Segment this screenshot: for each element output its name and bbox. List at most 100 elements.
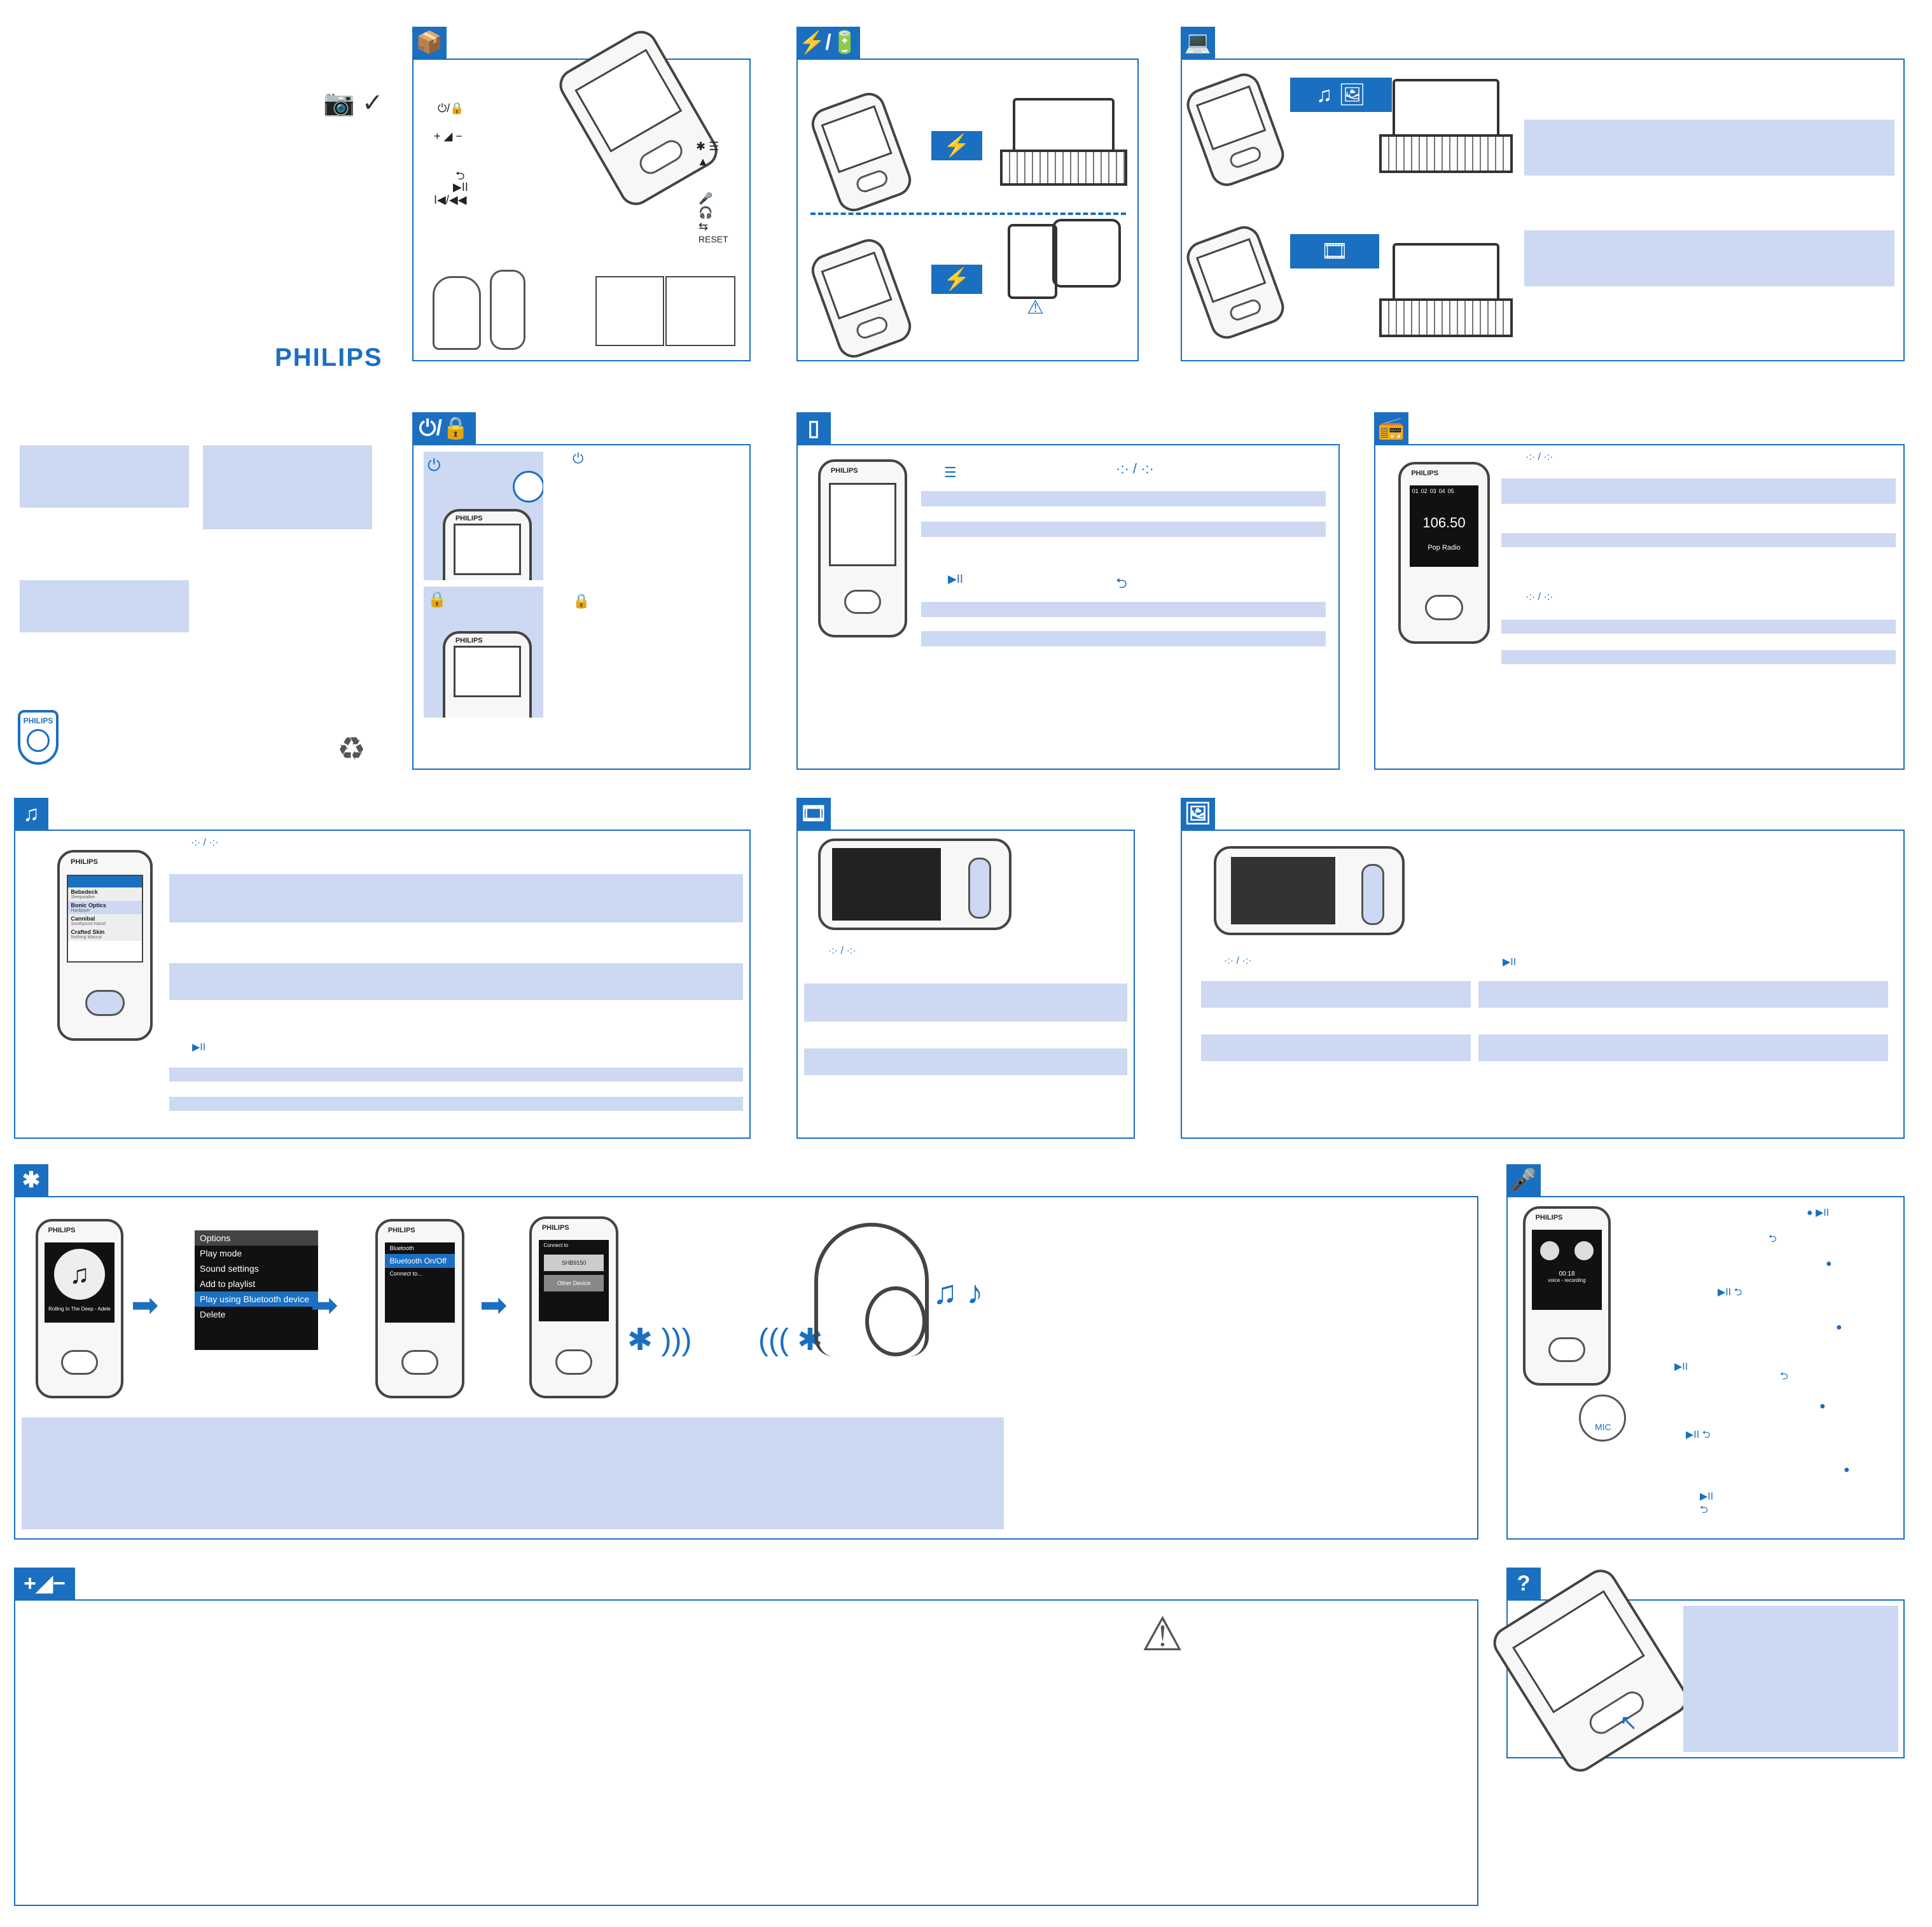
menu-symbol: ☰ <box>944 464 957 480</box>
label-usb: ⇆ <box>698 220 709 233</box>
menu-item[interactable]: Delete <box>200 1309 226 1319</box>
text-block <box>169 1097 743 1111</box>
play-symbol: ▶II <box>1503 957 1517 968</box>
now-playing-screen: ♫ Rolling In The Deep - Adele <box>45 1242 115 1323</box>
record-symbol: ● <box>1844 1464 1850 1475</box>
power-illustration: ⏻ PHILIPS <box>424 452 543 580</box>
music-picture-transfer-arrow: ♫ 🖼 <box>1290 78 1392 112</box>
text-block <box>804 984 1127 1022</box>
tab-pc: 💻 <box>1181 27 1215 59</box>
text-block <box>1683 1606 1898 1752</box>
tab-volume: +◢− <box>14 1568 75 1599</box>
nav-symbol: ·:· / ·:· <box>1525 592 1553 602</box>
philips-logo: PHILIPS <box>275 344 383 372</box>
laptop-illustration <box>1379 79 1513 173</box>
text-block <box>1201 981 1471 1008</box>
menu-item[interactable]: Play mode <box>200 1248 242 1258</box>
options-header: Options <box>195 1230 318 1246</box>
menu-item[interactable]: Add to playlist <box>200 1279 256 1289</box>
text-block <box>921 631 1326 646</box>
label-back: ⮌ <box>455 169 465 182</box>
charge-arrow: ⚡ <box>931 265 982 294</box>
device-item[interactable]: Other Device <box>543 1275 604 1292</box>
radio-icon: 📻 <box>1377 416 1405 440</box>
record-symbol: ● <box>1836 1322 1842 1333</box>
device-illustration <box>807 88 916 216</box>
device-illustration <box>1182 221 1289 344</box>
usb-cable-illustration <box>490 270 525 350</box>
nav-symbol: ·:· / ·:· <box>1525 452 1553 463</box>
text-block <box>20 580 189 632</box>
text-block <box>203 445 372 529</box>
bt-menu-header: Bluetooth <box>389 1244 414 1251</box>
mic-label: MIC <box>1595 1422 1611 1432</box>
laptop-illustration <box>1000 98 1127 186</box>
device-screen <box>574 48 683 153</box>
bt-onoff-item[interactable]: Bluetooth On/Off <box>384 1253 455 1268</box>
text-block <box>1478 1034 1888 1061</box>
panel-recording: PHILIPS 00:18 voice - recording MIC ● ▶I… <box>1506 1196 1905 1540</box>
tab-video: 🎞 <box>796 798 831 830</box>
philips-emblem: PHILIPS <box>18 710 59 765</box>
panel-home: PHILIPS ☰ ·:· / ·:· ▶II ⮌ <box>796 444 1340 770</box>
picture-icon: 🖼 <box>1184 802 1212 826</box>
label-mic: 🎤 <box>698 192 713 205</box>
music-category-bar <box>68 876 142 888</box>
device-illustration <box>807 234 916 363</box>
tab-help: ? <box>1506 1568 1541 1599</box>
text-block <box>1524 230 1894 286</box>
back-symbol: ⮌ <box>1700 1505 1708 1515</box>
warning-icon: ⚠ <box>1027 297 1044 318</box>
nav-symbol: ·:· / ·:· <box>1116 461 1154 477</box>
emblem-circle <box>27 729 50 752</box>
emblem-label: PHILIPS <box>23 716 53 725</box>
text-block <box>921 522 1326 537</box>
play-symbol: ▶II ⮌ <box>1718 1287 1742 1298</box>
tab-power: ⏻/🔒 <box>412 412 476 444</box>
device-item[interactable]: SHB9150 <box>543 1255 604 1272</box>
lock-symbol: 🔒 <box>573 593 590 609</box>
device-navpad <box>636 136 686 178</box>
text-block <box>1501 533 1896 547</box>
bluetooth-icon: ✱ <box>22 1168 41 1192</box>
divider-line <box>810 212 1126 215</box>
earphones-illustration <box>433 276 481 350</box>
panel-pc-transfer: ♫ 🖼 🎞 <box>1181 59 1905 361</box>
device-illustration: PHILIPS <box>818 459 907 637</box>
menu-item[interactable]: Sound settings <box>200 1263 259 1274</box>
back-symbol: ⮌ <box>1116 575 1127 591</box>
text-block <box>1524 120 1894 176</box>
radio-frequency: 106.50 <box>1422 515 1466 531</box>
radio-station: Pop Radio <box>1428 544 1461 552</box>
device-navpad <box>1361 864 1384 925</box>
panel-overview: ⏻/🔒 + ◢ − ⮌ ▶II I◀/◀◀ ✱ ☰ ▲ 🎤 🎧 ⇆ RESET <box>412 25 751 361</box>
laptop-illustration <box>1379 243 1513 337</box>
play-symbol: ▶II <box>1700 1491 1714 1502</box>
bluetooth-signal-icon: ((( ✱ <box>758 1323 823 1357</box>
video-screen <box>831 847 942 921</box>
record-symbol: ● <box>1819 1401 1826 1412</box>
label-reset: RESET <box>698 234 728 244</box>
device-list-screen: Connect to SHB9150 Other Device <box>538 1240 609 1322</box>
label-volume: + ◢ − <box>434 130 462 143</box>
play-symbol: ▶II <box>192 1042 206 1053</box>
text-block <box>804 1048 1127 1075</box>
panel-help: ↖ <box>1487 1563 1905 1778</box>
tab-radio: 📻 <box>1374 412 1408 444</box>
device-landscape-illustration <box>1214 846 1405 935</box>
album-art-icon: ♫ <box>54 1248 105 1300</box>
panel-volume: ⚠ <box>14 1599 1478 1906</box>
panel-video: ·:· / ·:· <box>796 830 1135 1139</box>
device-illustration: PHILIPS Connect to SHB9150 Other Device <box>529 1216 618 1398</box>
bt-connect-item[interactable]: Connect to... <box>389 1270 422 1277</box>
music-notes-icon: ♫ ♪ <box>933 1274 983 1311</box>
text-block <box>921 491 1326 506</box>
hearing-warning-icon: ⚠ <box>1141 1608 1184 1660</box>
panel-bluetooth: PHILIPS ♫ Rolling In The Deep - Adele ➡ … <box>14 1196 1478 1540</box>
menu-item-bluetooth-play[interactable]: Play using Bluetooth device <box>195 1291 318 1307</box>
